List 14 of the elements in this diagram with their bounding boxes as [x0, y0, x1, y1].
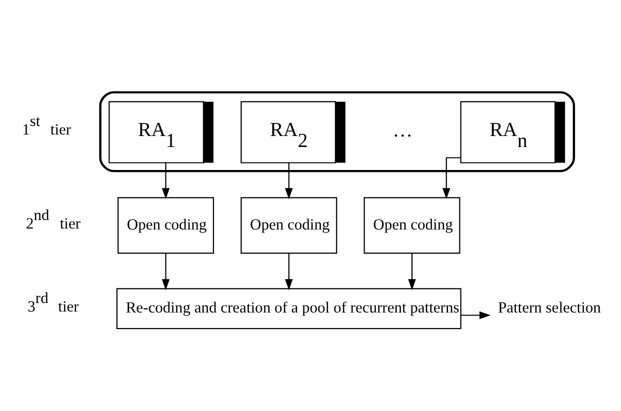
- arrow: [408, 253, 416, 290]
- node-box: Open coding: [364, 196, 460, 254]
- label: …: [392, 119, 413, 142]
- arrow: [284, 253, 293, 290]
- arrow: [162, 162, 170, 199]
- node-box: Open coding: [118, 196, 214, 254]
- node-text: Pattern selection: [498, 299, 601, 316]
- cluster: [99, 90, 576, 172]
- node-box: Re-coding and creation of a pool of recurrent patterns: [116, 288, 462, 329]
- arrow: [442, 156, 460, 199]
- node-box: Open coding: [240, 196, 338, 254]
- arrow: [162, 253, 170, 290]
- arrow: [284, 162, 293, 199]
- arrow: [460, 310, 491, 319]
